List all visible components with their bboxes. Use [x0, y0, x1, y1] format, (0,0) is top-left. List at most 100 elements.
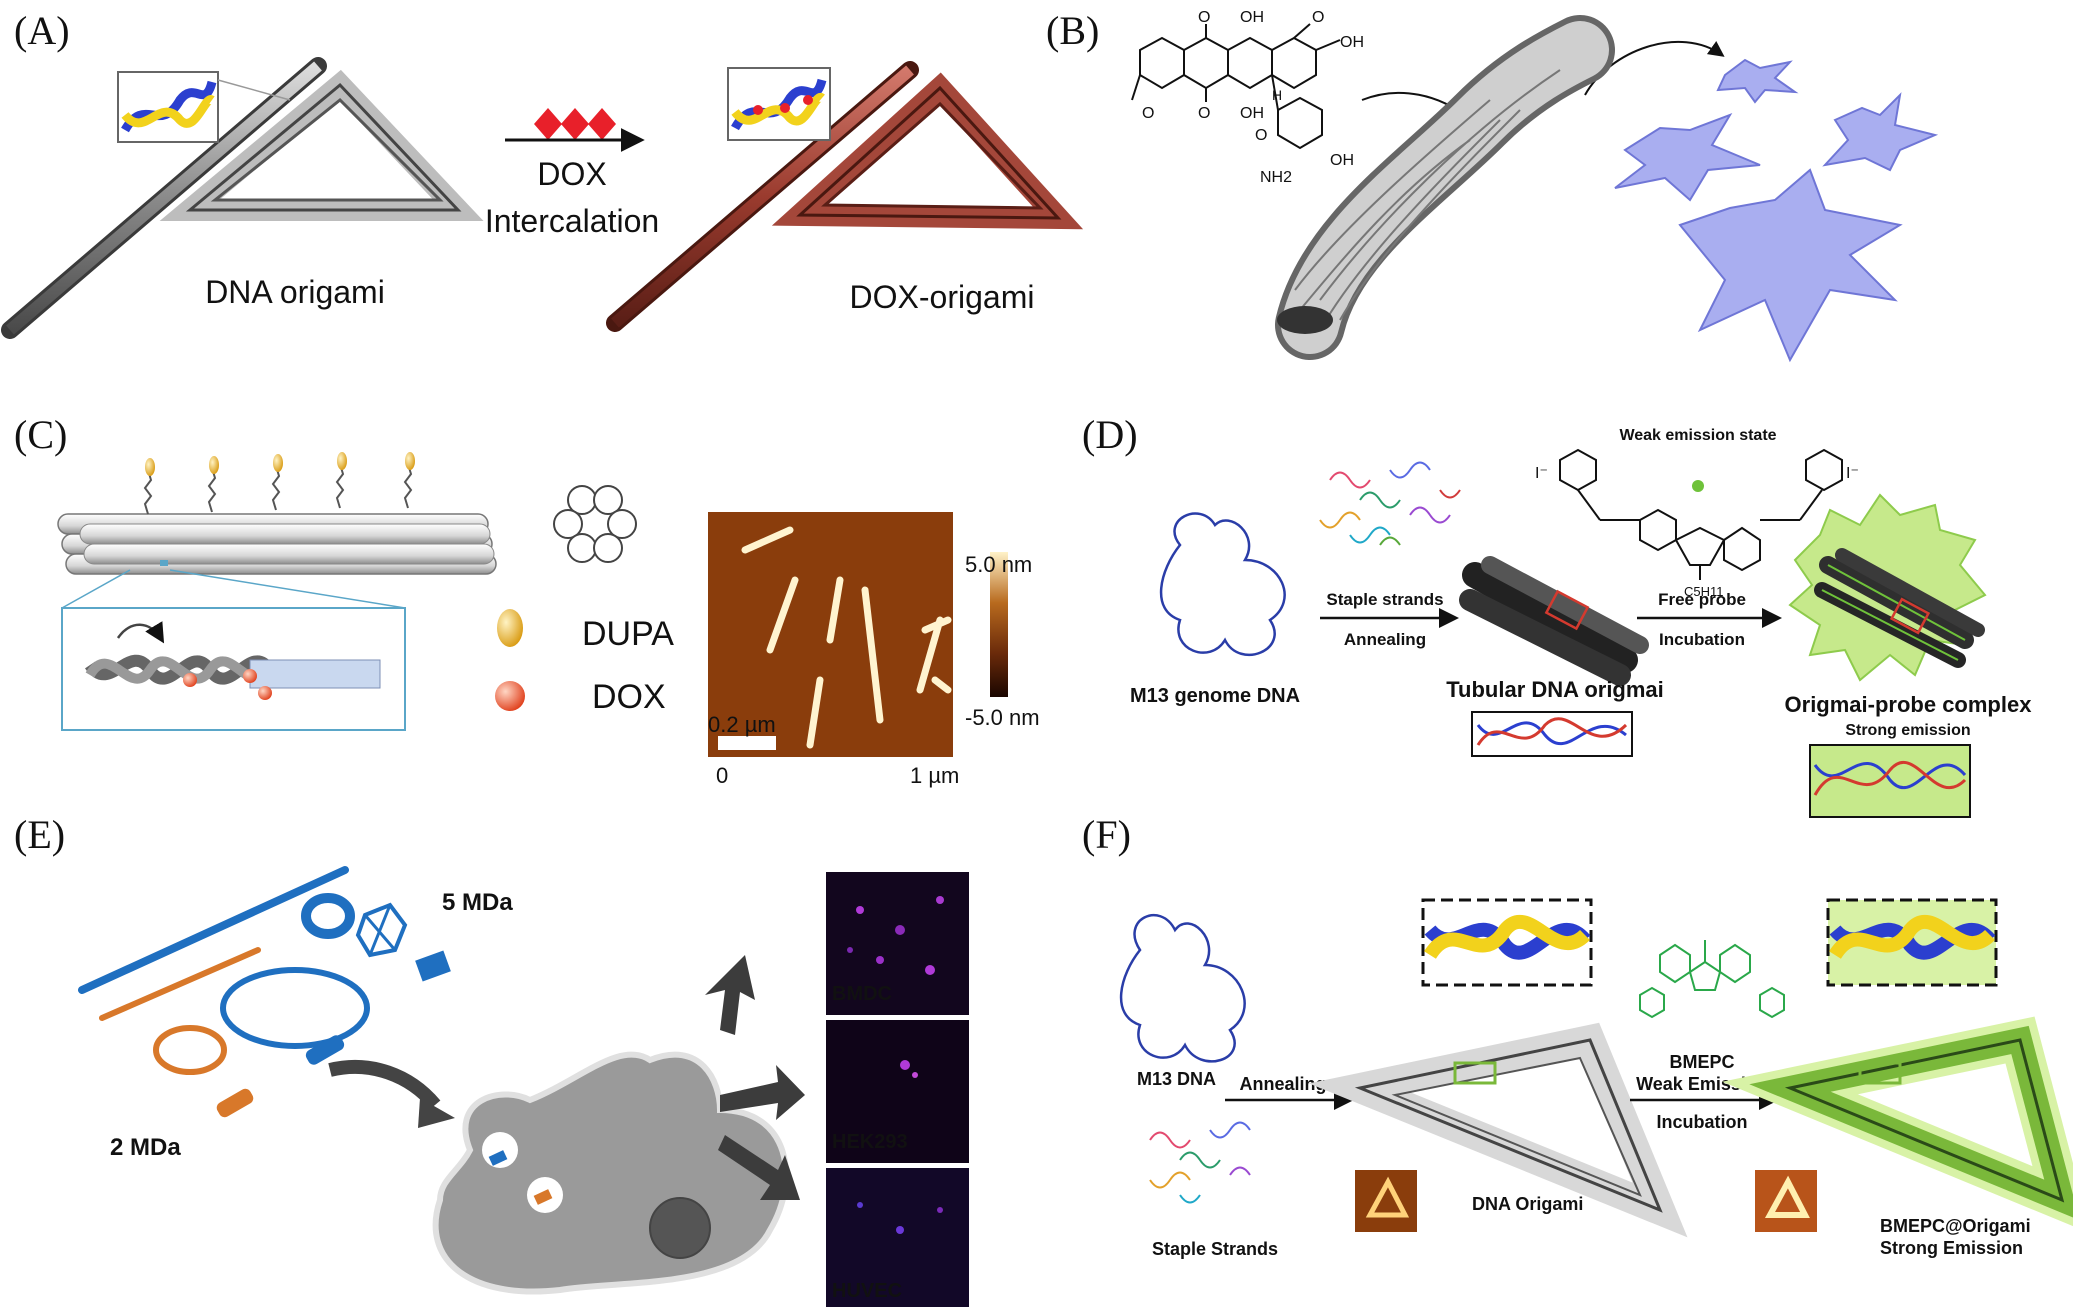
chem-oh2: OH [1340, 34, 1364, 51]
bmepc-origami-label: BMEPC@Origami [1880, 1216, 2031, 1236]
six-helix-bundle [57, 513, 497, 575]
chem-o3: O [1198, 105, 1210, 122]
dna-origami-triangle [159, 69, 484, 221]
afm-colorbar [990, 552, 1008, 697]
counter-ion-left: I⁻ [1535, 465, 1548, 482]
annealing-label: Annealing [1239, 1074, 1326, 1094]
uptake-arrow [328, 1060, 441, 1110]
panel-a-label: (A) [14, 8, 70, 53]
chem-h: H [1272, 87, 1282, 103]
colorbar-max: 5.0 nm [965, 552, 1032, 577]
uptake-arrow-head [418, 1098, 455, 1128]
step2-bottom: Incubation [1659, 630, 1745, 649]
mass-small-label: 2 MDa [110, 1134, 181, 1161]
legend-dupa: DUPA [582, 615, 674, 653]
dox-intercalation-arrow: DOX Intercalation [485, 108, 659, 239]
chem-o5: O [1255, 127, 1267, 144]
m13-dna-label: M13 DNA [1137, 1069, 1216, 1089]
incubation-label-f: Incubation [1657, 1112, 1748, 1132]
output-arrow-1 [705, 955, 755, 1035]
cell-label-bmdc: BMDC [832, 983, 892, 1005]
afm-origami-bright [1755, 1170, 1817, 1232]
dna-origami-rod [1, 57, 327, 339]
chem-oh1: OH [1240, 9, 1264, 26]
staple-strands-label: Staple Strands [1152, 1239, 1278, 1259]
two-mda-structures [99, 947, 261, 1118]
dox-diamond-icon [534, 108, 562, 140]
alkyl-chain: C5H11 [1684, 584, 1724, 599]
cell-label-hek293: HEK293 [832, 1131, 908, 1153]
dupa-linkers [143, 452, 415, 515]
dna-helix-inset [117, 71, 291, 143]
microscopy-bmdc [826, 872, 969, 1015]
chem-o4: O [1142, 105, 1154, 122]
five-mda-structures [78, 866, 451, 1065]
dox-legend-icon [495, 681, 525, 711]
chem-oh3: OH [1240, 105, 1264, 122]
dox-origami-triangle [771, 72, 1084, 230]
cell-body [432, 1051, 789, 1295]
panel-a: (A) DOX Intercalation DNA origami [1, 8, 1084, 339]
panel-c-label: (C) [14, 412, 67, 457]
triangle-origami-grey [1308, 1022, 1688, 1238]
panel-f: (F) M13 DNA Annealing Staple Strands DNA… [1082, 812, 2073, 1259]
nanostar-cluster [1614, 58, 1939, 363]
strong-emission-label-f: Strong Emission [1880, 1238, 2023, 1258]
m13-genome-loop [1159, 512, 1286, 657]
dox-diamond-icon [588, 108, 616, 140]
chem-o1: O [1198, 9, 1210, 26]
dox-diamond-icon [561, 108, 589, 140]
panel-e: (E) 5 MDa 2 MDa [14, 812, 969, 1307]
m13-dna-loop [1119, 913, 1246, 1063]
output-arrow-2 [720, 1065, 805, 1120]
afm-image: 0.2 µm [708, 512, 953, 757]
probe-dot [1692, 480, 1704, 492]
weak-emission-label: Weak Emission [1636, 1074, 1768, 1094]
microscopy-hek293 [826, 1020, 969, 1163]
afm-scalebar [718, 736, 776, 750]
step1-bottom: Annealing [1344, 630, 1426, 649]
output-arrow-3 [718, 1135, 800, 1200]
panel-d-label: (D) [1082, 412, 1138, 457]
dna-double-helix-box [1471, 711, 1633, 757]
triangle-origami-green [1722, 1016, 2073, 1227]
dox-origami-rod [606, 61, 919, 332]
caption-dna-origami: DNA origami [205, 274, 385, 310]
afm-origami-small [1355, 1170, 1417, 1232]
tubular-label: Tubular DNA origmai [1446, 677, 1664, 702]
twisted-dna-bundle [1275, 15, 1615, 360]
microscopy-huvec [826, 1168, 969, 1307]
m13-genome-label: M13 genome DNA [1130, 685, 1300, 707]
dox-helix-inset [727, 67, 831, 141]
bmepc-probe-structure [1639, 940, 1785, 1019]
bundle-cross-section [553, 485, 637, 563]
panel-d: (D) Weak emission state I⁻ I⁻ C5H11 M13 … [1082, 412, 2032, 818]
arrow-label-dox: DOX [537, 156, 606, 192]
colorbar-min: -5.0 nm [965, 705, 1040, 730]
origami-probe-complex [1788, 493, 1987, 682]
weak-emission-state: Weak emission state [1619, 427, 1776, 444]
chem-o2: O [1312, 9, 1324, 26]
afm-scalebar-label: 0.2 µm [708, 712, 776, 737]
step1-top: Staple strands [1326, 590, 1443, 609]
doxorubicin-structure [1131, 23, 1341, 150]
counter-ion-right: I⁻ [1846, 465, 1859, 482]
legend-dox: DOX [592, 678, 666, 716]
cell-label-huvec: HUVEC [832, 1280, 902, 1302]
complex-helix-box [1809, 744, 1971, 818]
panel-b: (B) O OH O OH O OH O O H OH NH2 OH [1046, 8, 1939, 363]
panel-e-label: (E) [14, 812, 65, 857]
dna-origami-label: DNA Origami [1472, 1194, 1583, 1214]
panel-c: (C) [14, 412, 1040, 788]
staple-strands-cloud [1319, 461, 1461, 546]
mass-large-label: 5 MDa [442, 889, 513, 916]
staple-strands-f [1149, 1121, 1251, 1204]
arrow-label-intercalation: Intercalation [485, 203, 659, 239]
strong-emission-label: Strong emission [1845, 722, 1970, 739]
cell-nucleus [649, 1197, 711, 1259]
panel-b-label: (B) [1046, 8, 1099, 53]
tubular-origami [1459, 556, 1649, 686]
bmepc-label: BMEPC [1669, 1052, 1734, 1072]
dupa-legend-icon [497, 609, 523, 647]
